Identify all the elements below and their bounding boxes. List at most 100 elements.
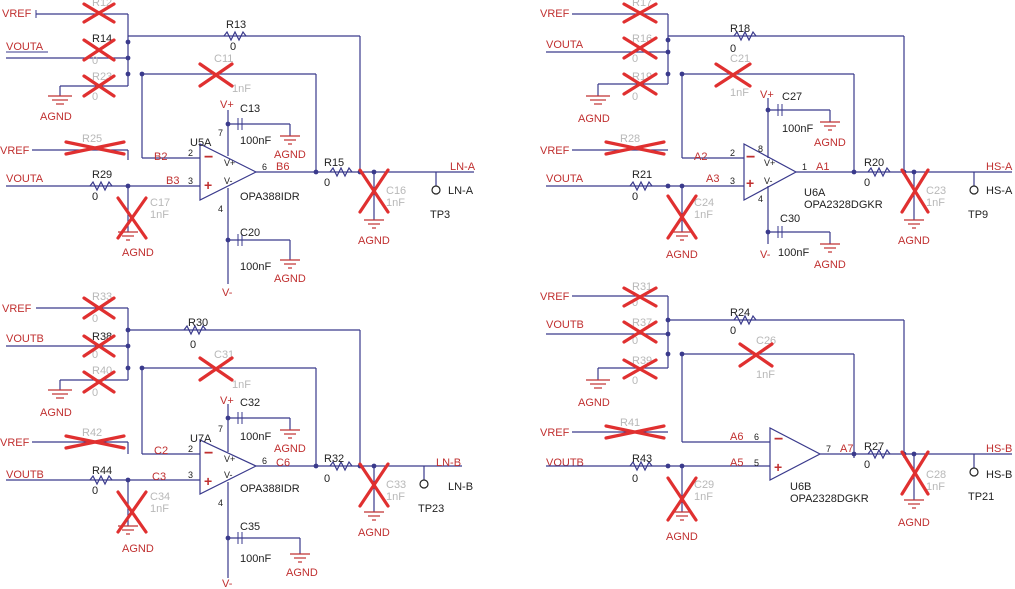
net-a6: A6 <box>730 431 743 443</box>
testpoint-tp23-label: TP23 <box>418 503 444 515</box>
capacitor-c33-label: C33 <box>386 479 406 491</box>
testpoint-tp3-net: LN-A <box>448 185 474 197</box>
capacitor-c31-value: 1nF <box>232 379 251 391</box>
capacitor-c28-value: 1nF <box>926 481 945 493</box>
net-label-vref-8: VREF <box>540 427 570 439</box>
opamp-u6b <box>769 427 822 481</box>
resistor-r13-label: R13 <box>226 19 246 31</box>
net-label-voutb-3: VOUTB <box>546 319 584 331</box>
capacitor-c30-label: C30 <box>780 213 800 225</box>
noninverting-symbol: + <box>204 177 212 193</box>
net-a1: A1 <box>816 161 829 173</box>
pin-6b: 6 <box>262 456 267 466</box>
resistor-r41-label: R41 <box>620 417 640 429</box>
net-label-vouta-2: VOUTA <box>6 173 44 185</box>
inverting-symbol-4: − <box>774 431 783 448</box>
capacitor-c27-label: C27 <box>782 91 802 103</box>
capacitor-c29-value: 1nF <box>694 491 713 503</box>
testpoint-tp9 <box>969 185 979 195</box>
agnd-label-13: AGND <box>814 137 846 149</box>
resistor-r21-label: R21 <box>632 169 652 181</box>
resistor-r20-label: R20 <box>864 157 884 169</box>
resistor-r33-label: R33 <box>92 291 112 303</box>
vminus-label-2: V- <box>222 578 233 589</box>
capacitor-c28-label: C28 <box>926 469 946 481</box>
agnd-label-4: AGND <box>274 273 306 285</box>
vplus-pin-label-2: V+ <box>224 454 235 464</box>
noninverting-symbol-3: + <box>746 175 754 191</box>
resistor-r32-label: R32 <box>324 453 344 465</box>
net-label-voutb-4: VOUTB <box>546 457 584 469</box>
net-a3: A3 <box>706 173 719 185</box>
net-b2: B2 <box>154 151 167 163</box>
capacitor-c26-value: 1nF <box>756 369 775 381</box>
resistor-r23-label: R23 <box>92 71 112 83</box>
vminus-pin-label-2: V- <box>224 470 233 480</box>
noninverting-symbol-2: + <box>204 473 212 489</box>
resistor-r28-label: R28 <box>620 133 640 145</box>
resistor-r25-label: R25 <box>82 133 102 145</box>
agnd-label-6: AGND <box>40 407 72 419</box>
net-label-ln-b: LN-B <box>436 457 461 469</box>
opamp-u6a-label: U6A <box>804 187 826 199</box>
resistor-r27-label: R27 <box>864 441 884 453</box>
capacitor-c34-label: C34 <box>150 491 170 503</box>
opamp-part-number-3: OPA2328DGKR <box>804 199 883 211</box>
resistor-r24-value: 0 <box>730 325 736 337</box>
capacitor-c32-value: 100nF <box>240 431 271 443</box>
net-a2: A2 <box>694 151 707 163</box>
circuit-u5a: VREF R12 VOUTA R14 0 AGND R23 0 R13 0 C1… <box>0 0 476 299</box>
net-label-voutb: VOUTB <box>6 333 44 345</box>
agnd-label-1: AGND <box>40 111 72 123</box>
resistor-r38-value: 0 <box>92 349 98 361</box>
capacitor-c20-value: 100nF <box>240 261 271 273</box>
circuit-u6a: VREF R17 VOUTA R16 0 AGND R19 0 R18 0 C2… <box>540 0 1013 271</box>
net-label-vref-7: VREF <box>540 291 570 303</box>
pin-3: 3 <box>188 176 193 186</box>
net-c2: C2 <box>154 445 168 457</box>
resistor-r30-label: R30 <box>188 317 208 329</box>
capacitor-c35-value: 100nF <box>240 553 271 565</box>
resistor-r31-label: R31 <box>632 281 652 293</box>
resistor-r17-label: R17 <box>632 0 652 9</box>
pin-3b: 3 <box>188 470 193 480</box>
resistor-r33-value: 0 <box>92 313 98 325</box>
capacitor-c21-label: C21 <box>730 53 750 65</box>
opamp-part-number: OPA388IDR <box>240 191 300 203</box>
capacitor-c16-value: 1nF <box>386 197 405 209</box>
pin-7: 7 <box>218 128 223 138</box>
vplus-pin-label-3: V+ <box>764 158 775 168</box>
resistor-r24-label: R24 <box>730 307 750 319</box>
opamp-u5a-label: U5A <box>190 137 212 149</box>
net-c6: C6 <box>276 457 290 469</box>
net-label-vouta-4: VOUTA <box>546 173 584 185</box>
vminus-pin-label: V- <box>224 176 233 186</box>
vminus-label: V- <box>222 287 233 299</box>
agnd-label-2: AGND <box>122 247 154 259</box>
pin-4c: 4 <box>758 194 763 204</box>
pin-4: 4 <box>218 204 223 214</box>
capacitor-c26-label: C26 <box>756 335 776 347</box>
circuit-u7a: VREF R33 0 VOUTB R38 0 AGND R40 0 R30 0 … <box>0 291 473 589</box>
capacitor-c16-label: C16 <box>386 185 406 197</box>
agnd-label-14: AGND <box>814 259 846 271</box>
net-label-vref-6: VREF <box>540 145 570 157</box>
capacitor-c21-value: 1nF <box>730 87 749 99</box>
net-label-vref-5: VREF <box>540 8 570 20</box>
pin-6: 6 <box>262 162 267 172</box>
net-label-voutb-2: VOUTB <box>6 469 44 481</box>
pin-2b: 2 <box>188 444 193 454</box>
testpoint-tp21 <box>969 467 979 477</box>
agnd-label-3: AGND <box>274 149 306 161</box>
resistor-r20-value: 0 <box>864 177 870 189</box>
agnd-label-10: AGND <box>358 527 390 539</box>
capacitor-c13-value: 100nF <box>240 135 271 147</box>
pin-6d: 6 <box>754 432 759 442</box>
net-label-vref-4: VREF <box>0 437 30 449</box>
opamp-u5a <box>199 143 258 201</box>
capacitor-c24-value: 1nF <box>694 209 713 221</box>
opamp-part-number-2: OPA388IDR <box>240 483 300 495</box>
capacitor-c23-label: C23 <box>926 185 946 197</box>
inverting-symbol: − <box>204 149 213 166</box>
resistor-r13-value: 0 <box>230 41 236 53</box>
